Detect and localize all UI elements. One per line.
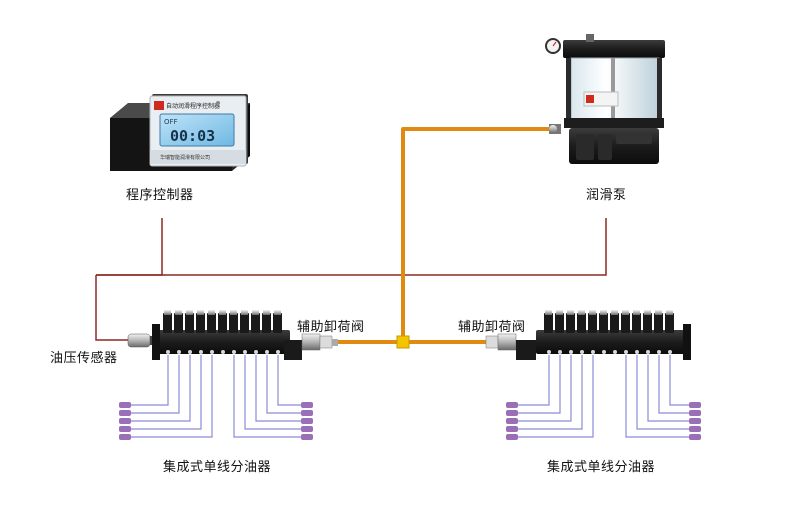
sensor-wire [95, 275, 128, 341]
controller-label: 程序控制器 [126, 188, 194, 203]
distributor-left-label: 集成式单线分油器 [163, 460, 272, 475]
signal-wires [95, 218, 607, 341]
distributor-right-valves [544, 313, 674, 333]
distributor-right-hoses [517, 355, 690, 438]
distributor-right-ports [547, 350, 672, 354]
pressure-sensor-label: 油压传感器 [50, 351, 118, 366]
distributor-right-label: 集成式单线分油器 [547, 460, 656, 475]
controller-footer: 华瑞智能润滑有限公司 [160, 154, 210, 161]
distributor-left-hoses [130, 355, 302, 438]
brand-logo-icon [154, 101, 164, 110]
oil-pressure-sensor [127, 333, 156, 348]
unload-valve-left [301, 333, 338, 351]
lubrication-pump [545, 34, 665, 164]
distributor-right-caps [545, 310, 673, 315]
pump-main-line [401, 127, 556, 342]
distributor-left-fittings [119, 402, 313, 440]
controller-title: 自动润滑程序控制器 [166, 102, 220, 110]
distributor-left [152, 310, 338, 360]
unload-valve-right-label: 辅助卸荷阀 [458, 320, 526, 335]
lcd-time: 00:03 [170, 127, 215, 145]
unload-valve-left-label: 辅助卸荷阀 [297, 320, 365, 335]
distributor-right-fittings [506, 402, 701, 440]
controller-wire [96, 218, 163, 276]
tee-junction [396, 335, 410, 349]
distributor-right [485, 310, 691, 360]
bus-wire [96, 218, 607, 276]
program-controller: 自动润滑程序控制器 OFF 00:03 华瑞智能润滑有限公司 [110, 94, 250, 171]
pump-label: 润滑泵 [586, 188, 627, 203]
lcd-screen [159, 113, 235, 147]
oil-pipes [338, 127, 556, 344]
distributor-left-ports [166, 350, 280, 354]
lcd-mode: OFF [164, 118, 178, 126]
distributor-left-caps [164, 310, 281, 315]
distributor-left-valves [163, 313, 282, 333]
unload-valve-right [485, 333, 517, 351]
